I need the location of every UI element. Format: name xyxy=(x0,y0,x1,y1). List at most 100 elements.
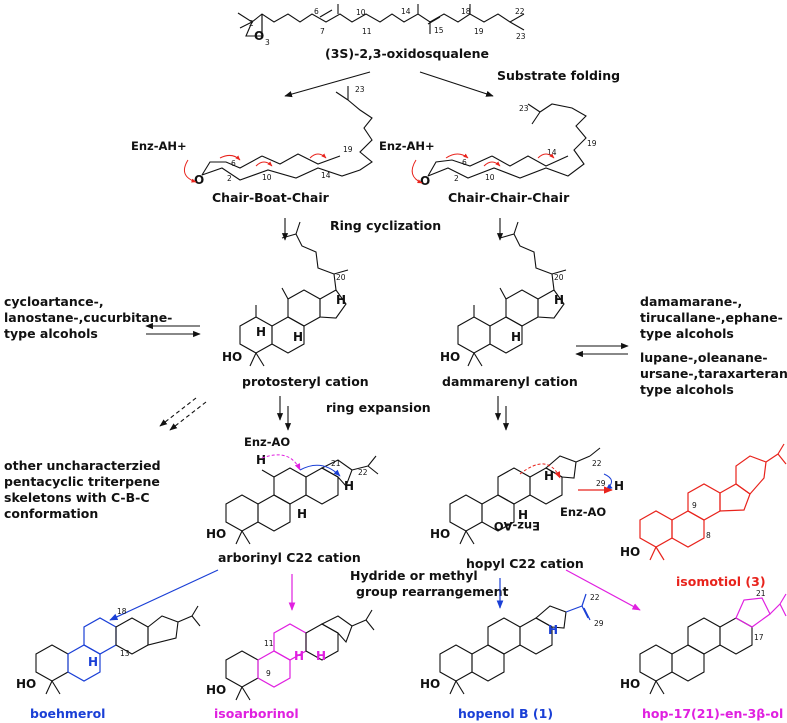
boehmerol-c18: 18 xyxy=(117,607,127,616)
damamarane-line3: type alcohols xyxy=(640,326,734,341)
cbc-c10: 10 xyxy=(262,173,272,182)
lupane-line1: lupane-,oleanane- xyxy=(640,350,768,365)
c22-label: 22 xyxy=(515,7,525,16)
hopyl-c29: 29 xyxy=(596,479,606,488)
isoarborinol-structure xyxy=(225,609,375,701)
cycloartance-line2: lanostane-,cucurbitane- xyxy=(4,310,172,325)
isomotiol-c9: 9 xyxy=(692,501,697,510)
arborinyl-enz-label: Enz-AO xyxy=(244,435,290,449)
ccc-c10: 10 xyxy=(485,173,495,182)
boehmerol-h: H xyxy=(88,655,98,669)
isomotiol-ho: HO xyxy=(620,545,640,559)
chair-boat-chair-structure xyxy=(201,86,373,181)
hopenol-label: hopenol B (1) xyxy=(458,706,553,721)
ccc-curved-arrow-2 xyxy=(445,153,469,159)
isoarborinol-h1: H xyxy=(294,649,304,663)
isoarborinol-h2: H xyxy=(316,649,326,663)
hop17-c17: 17 xyxy=(754,633,764,642)
cbc-label: Chair-Boat-Chair xyxy=(212,190,330,205)
uncharacterized-line2: pentacyclic triterpene xyxy=(4,474,160,489)
cbc-curved-arrow-3 xyxy=(255,161,273,167)
protosteryl-h3: H xyxy=(256,325,266,339)
arborinyl-c22: 22 xyxy=(358,468,368,477)
epoxide-oxygen: O xyxy=(254,29,264,43)
boehmerol-structure xyxy=(35,605,201,695)
protosteryl-h2: H xyxy=(293,330,303,344)
boehmerol-ho: HO xyxy=(16,677,36,691)
substrate-folding-label: Substrate folding xyxy=(497,68,620,83)
hopyl-c22: 22 xyxy=(592,459,602,468)
c6-label: 6 xyxy=(314,7,319,16)
c2-label: 2 xyxy=(249,19,254,28)
arborinyl-h2: H xyxy=(297,507,307,521)
cbc-c2: 2 xyxy=(227,174,232,183)
arrow-to-hop17 xyxy=(565,569,641,611)
c19-label: 19 xyxy=(474,27,484,36)
cbc-oxygen: O xyxy=(194,173,204,187)
dashed-arrow-2 xyxy=(169,401,207,431)
c18-label: 18 xyxy=(461,7,471,16)
ccc-curved-arrow-1 xyxy=(411,159,423,184)
isomotiol-c8: 8 xyxy=(706,531,711,540)
oxidosqualene-structure xyxy=(237,4,525,37)
ccc-enz-label: Enz-AH+ xyxy=(379,139,435,153)
hop17-c21: 21 xyxy=(756,589,766,598)
hopyl-h3: H xyxy=(614,479,624,493)
hopyl-ho: HO xyxy=(430,527,450,541)
ccc-curved-arrow-3 xyxy=(483,161,501,167)
hopenol-c29: 29 xyxy=(594,619,604,628)
ccc-c2: 2 xyxy=(454,174,459,183)
arborinyl-h3: H xyxy=(344,479,354,493)
c3-label: 3 xyxy=(265,38,270,47)
cbc-c23: 23 xyxy=(355,85,365,94)
isomotiol-structure xyxy=(639,443,787,561)
hopyl-h1: H xyxy=(518,508,528,522)
isoarborinol-label: isoarborinol xyxy=(214,706,299,721)
c10-label: 10 xyxy=(356,8,366,17)
hydride-line2: group rearrangement xyxy=(356,584,508,599)
ccc-c19: 19 xyxy=(587,139,597,148)
ccc-c23: 23 xyxy=(519,104,529,113)
dammarenyl-h1: H xyxy=(554,293,564,307)
hopyl-enz-label: Enz-AO xyxy=(560,505,606,519)
boehmerol-label: boehmerol xyxy=(30,706,105,721)
arborinyl-magenta-arrow xyxy=(261,454,301,471)
uncharacterized-line4: conformation xyxy=(4,506,98,521)
cbc-c19: 19 xyxy=(343,145,353,154)
lupane-line3: type alcohols xyxy=(640,382,734,397)
c11-label: 11 xyxy=(362,27,372,36)
arborinyl-c21: 21 xyxy=(331,459,341,468)
protosteryl-h1: H xyxy=(336,293,346,307)
ccc-c14: 14 xyxy=(547,148,557,157)
hopyl-label: hopyl C22 cation xyxy=(466,556,584,571)
cycloartance-line3: type alcohols xyxy=(4,326,98,341)
dashed-arrow-1 xyxy=(159,397,197,427)
ccc-c6: 6 xyxy=(462,158,467,167)
oxidosqualene-label: (3S)-2,3-oxidosqualene xyxy=(325,46,489,61)
cbc-curved-arrow-2 xyxy=(219,154,241,161)
c7-label: 7 xyxy=(320,27,325,36)
hopenol-h: H xyxy=(548,623,558,637)
cbc-c14: 14 xyxy=(321,171,331,180)
cbc-curved-arrow-1 xyxy=(183,159,197,183)
cbc-curved-arrow-4 xyxy=(309,153,327,159)
isoarborinol-ho: HO xyxy=(206,683,226,697)
c23-label: 23 xyxy=(516,32,526,41)
dammarenyl-c20: 20 xyxy=(554,273,564,282)
cbc-enz-label: Enz-AH+ xyxy=(131,139,187,153)
hopyl-cation-structure xyxy=(449,447,601,545)
hopyl-enz-flipped: Enz-AO xyxy=(494,519,540,533)
arborinyl-ho: HO xyxy=(206,527,226,541)
uncharacterized-line3: skeletons with C-B-C xyxy=(4,490,150,505)
arrow-to-cbc xyxy=(284,71,371,98)
hopenol-ho: HO xyxy=(420,677,440,691)
arrow-to-boehmerol xyxy=(109,569,219,621)
ccc-oxygen: O xyxy=(420,174,430,188)
c14-label: 14 xyxy=(401,7,411,16)
dammarenyl-ho: HO xyxy=(440,350,460,364)
boehmerol-c13: 13 xyxy=(120,649,130,658)
uncharacterized-line1: other uncharacterzied xyxy=(4,458,161,473)
lupane-line2: ursane-,taraxarterane- xyxy=(640,366,787,381)
